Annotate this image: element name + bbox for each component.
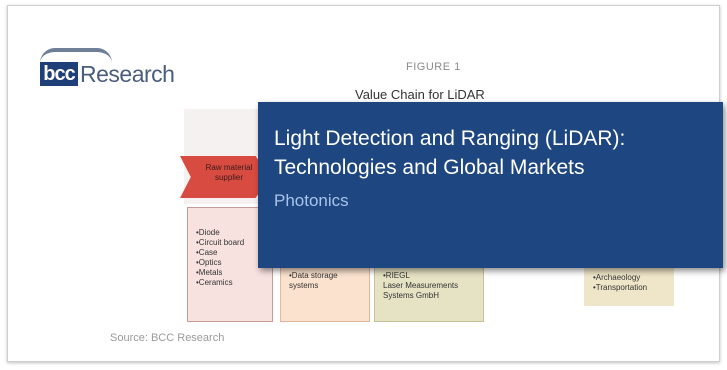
logo-box: bcc	[40, 62, 78, 86]
logo-text: Research	[80, 61, 175, 87]
arrow-label: Raw material supplier	[205, 163, 253, 182]
box1-item: •Circuit board	[196, 238, 245, 247]
box2-item: •Data storage	[289, 271, 338, 280]
bcc-research-logo: bcc Research	[40, 48, 175, 88]
report-title: Light Detection and Ranging (LiDAR): Tec…	[274, 127, 626, 179]
box1-item: •Case	[196, 248, 218, 257]
box3-item: •RIEGL	[383, 271, 410, 280]
box1-item: •Optics	[196, 258, 222, 267]
value-chain-box-applications: •Archaeology •Transportation	[584, 266, 674, 306]
report-title-overlay[interactable]: Light Detection and Ranging (LiDAR): Tec…	[258, 102, 723, 268]
logo-swoosh-icon	[40, 48, 112, 63]
box3-item: Laser Measurements	[383, 281, 459, 290]
box3-item: Systems GmbH	[383, 291, 440, 300]
box4-item: •Archaeology	[593, 273, 641, 282]
box2-item: systems	[289, 281, 319, 290]
box4-item: •Transportation	[593, 283, 648, 292]
box1-item: •Diode	[196, 228, 220, 237]
figure-title: Value Chain for LiDAR	[355, 87, 485, 102]
raw-material-arrow	[180, 156, 270, 198]
figure-label: FIGURE 1	[406, 61, 461, 73]
report-category: Photonics	[274, 191, 349, 210]
box1-item: •Metals	[196, 268, 223, 277]
box1-item: •Ceramics	[196, 278, 233, 287]
figure-source: Source: BCC Research	[110, 332, 225, 344]
